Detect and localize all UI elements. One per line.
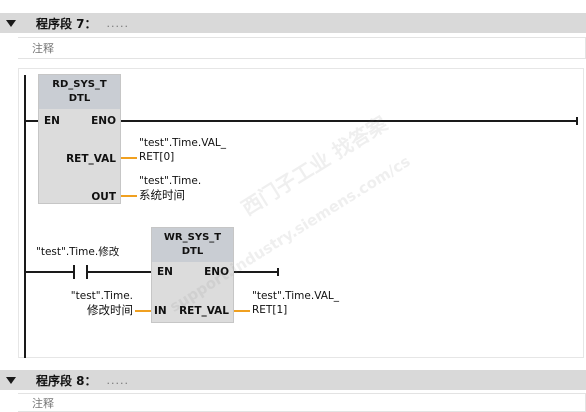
wr-sys-t-name: WR_SYS_T [163,232,222,243]
segment-7-comment[interactable]: 注释 [18,37,586,59]
rd-sys-t-eno-pin[interactable]: ENO [91,115,116,127]
rd-sys-t-header: RD_SYS_T DTL [39,75,120,109]
wr-sys-t-ret-val-pin[interactable]: RET_VAL [179,305,229,317]
segment-7-collapse-toggle[interactable] [4,13,18,33]
segment-7-title: 程序段 7： [36,16,97,31]
segment-7-title-placeholder[interactable]: ..... [106,16,130,30]
segment-8-comment-text: 注释 [32,396,54,410]
wr-sys-t-header: WR_SYS_T DTL [152,228,233,262]
rd-ret-val-operand[interactable]: "test".Time.VAL_ RET[0] [139,137,226,163]
segment-8-title: 程序段 8： [36,373,97,388]
wr-sys-t-block[interactable]: WR_SYS_T DTL EN ENO IN RET_VAL [151,227,234,323]
eno-wire-block2 [234,271,278,273]
segment-8-collapse-toggle[interactable] [4,370,18,390]
en-wire-block1 [25,120,39,122]
collapse-triangle-icon [6,376,16,384]
rd-sys-t-name: RD_SYS_T [52,79,107,90]
segment-8-comment[interactable]: 注释 [18,393,586,412]
segment-7-comment-text: 注释 [32,42,54,55]
rd-sys-t-out-pin[interactable]: OUT [91,191,116,203]
rd-sys-t-ret-val-pin[interactable]: RET_VAL [66,153,116,165]
rd-ret-val-stub [121,157,137,159]
eno-wire-block1 [121,120,577,122]
segment-8-header[interactable]: 程序段 8： ..... [0,370,586,390]
rd-out-stub [121,195,137,197]
wr-sys-t-in-pin[interactable]: IN [154,305,167,317]
contact-left-wire [25,271,73,273]
wr-in-stub [135,310,151,312]
contact-right-bar[interactable] [86,265,88,279]
rd-sys-t-type: DTL [68,93,91,104]
wr-sys-t-en-pin[interactable]: EN [157,266,173,278]
contact-left-bar[interactable] [73,265,75,279]
eno-wire-block2-end [277,268,279,276]
rd-sys-t-block[interactable]: RD_SYS_T DTL EN ENO RET_VAL OUT [38,74,121,204]
contact-operand[interactable]: "test".Time.修改 [36,246,120,258]
segment-7-header[interactable]: 程序段 7： ..... [0,13,586,33]
rd-sys-t-en-pin[interactable]: EN [44,115,60,127]
left-power-rail [24,75,26,358]
segment-8-title-placeholder[interactable]: ..... [106,373,130,387]
eno-wire-block1-end [576,117,578,125]
contact-right-wire [88,271,152,273]
wr-in-operand[interactable]: "test".Time. 修改时间 [70,290,133,317]
wr-sys-t-type: DTL [181,246,204,257]
collapse-triangle-icon [6,19,16,27]
wr-ret-val-stub [234,310,250,312]
rd-out-operand[interactable]: "test".Time. 系统时间 [139,175,202,202]
wr-ret-val-operand[interactable]: "test".Time.VAL_ RET[1] [252,290,339,316]
wr-sys-t-eno-pin[interactable]: ENO [204,266,229,278]
